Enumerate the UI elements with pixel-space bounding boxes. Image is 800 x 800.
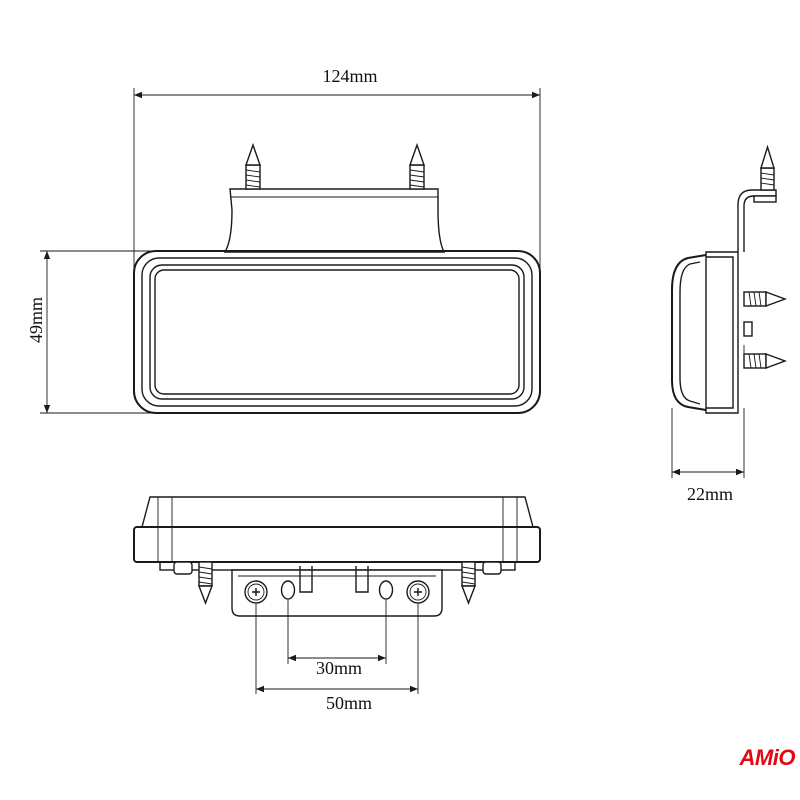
front-stud-right (409, 142, 425, 190)
bottom-stud-right (460, 561, 477, 605)
side-view: 22mm (671, 144, 788, 504)
inner-spacing-label: 30mm (316, 658, 362, 678)
width-label: 124mm (322, 66, 377, 86)
side-stud-top (753, 144, 777, 203)
bottom-stud-left (197, 561, 214, 605)
depth-label: 22mm (687, 484, 733, 504)
hole-left (280, 580, 296, 600)
lamp-housing (133, 250, 541, 414)
hole-right (378, 580, 394, 600)
screw-left (244, 580, 268, 604)
side-stud-upper (743, 290, 788, 308)
brand-logo: AMiO (739, 745, 796, 770)
housing-base (133, 526, 541, 563)
front-view: 124mm 49mm (26, 66, 541, 414)
outer-spacing-label: 50mm (326, 693, 372, 713)
height-label: 49mm (26, 297, 46, 343)
screw-right (406, 580, 430, 604)
side-stud-lower (743, 352, 788, 370)
bottom-view: 30mm 50mm (133, 496, 541, 713)
front-stud-left (245, 142, 261, 190)
